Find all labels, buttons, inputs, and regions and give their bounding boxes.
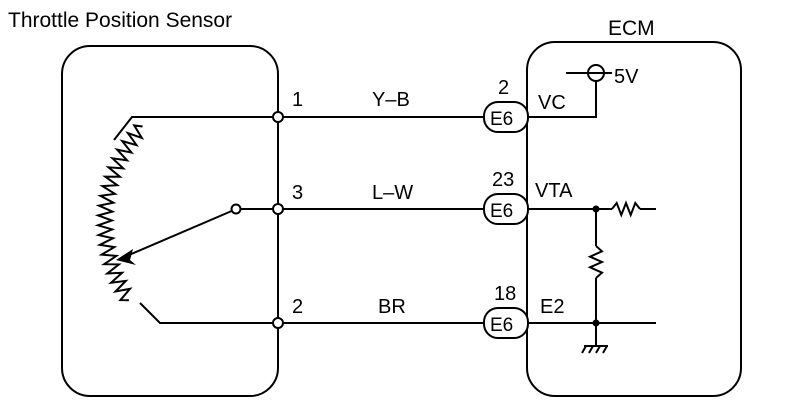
connector-label: E6 (490, 109, 513, 130)
resistor-bottom-lead (139, 302, 278, 324)
ecm-signal-label: E2 (540, 296, 564, 318)
pulldown-resistor (587, 245, 605, 279)
ecm-signal-label: VTA (535, 180, 573, 202)
wiper-arrowhead (116, 249, 136, 265)
ecm-pin-number: 23 (492, 169, 514, 191)
wire-color-label: BR (378, 296, 406, 318)
sensor-title: Throttle Position Sensor (8, 9, 232, 32)
wiper-arm (121, 209, 235, 259)
resistor-top-lead (113, 116, 278, 141)
supply-voltage-label: 5V (614, 66, 639, 88)
sensor-box (61, 45, 279, 397)
ecm-pin-number: 18 (494, 283, 516, 305)
connector-label: E6 (490, 201, 513, 222)
sensor-terminal-label: 1 (292, 89, 303, 111)
sensor-terminal-2 (272, 317, 284, 329)
resistor-zigzag (94, 124, 145, 302)
ecm-title: ECM (608, 17, 655, 40)
connector-label: E6 (490, 315, 513, 336)
vta-resistor (611, 200, 641, 218)
ground-icon (581, 345, 608, 354)
wiper-contact (230, 203, 242, 215)
ecm-pin-number: 2 (498, 77, 509, 99)
sensor-terminal-1 (272, 111, 284, 123)
vc-internal-lead (528, 72, 597, 118)
ecm-box (526, 41, 742, 397)
sensor-terminal-label: 3 (292, 182, 303, 204)
wire-color-label: L–W (372, 182, 413, 204)
sensor-terminal-3 (272, 203, 284, 215)
wire-color-label: Y–B (372, 89, 410, 111)
sensor-terminal-label: 2 (292, 296, 303, 318)
ecm-signal-label: VC (538, 92, 566, 114)
